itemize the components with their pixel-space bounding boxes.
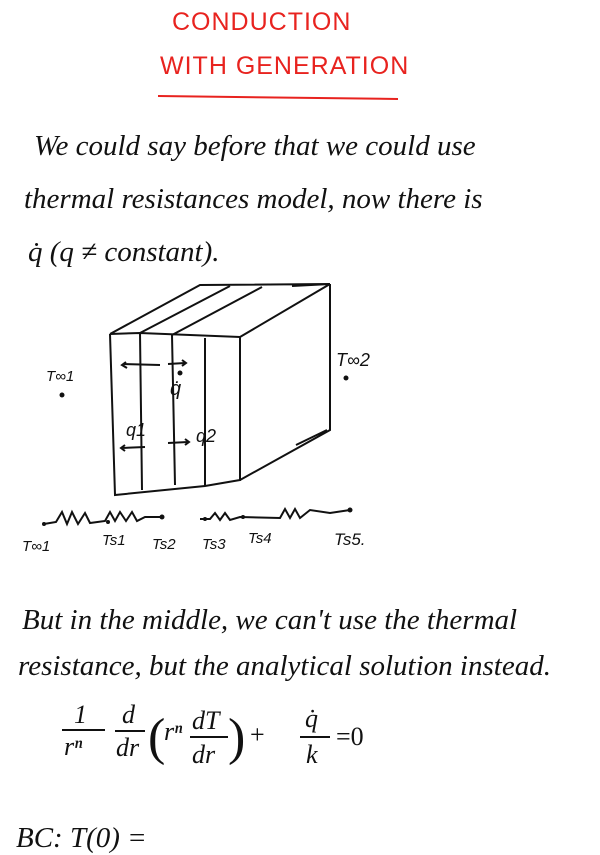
circuit-label-ts1: Ts1 [102, 532, 126, 549]
label-q-generation: q̇ [170, 378, 182, 400]
paragraph-1-line-1: We could say before that we could use [34, 130, 476, 162]
paragraph-2-line-1: But in the middle, we can't use the ther… [22, 604, 518, 636]
eq-close-paren: ) [228, 709, 246, 766]
boundary-conditions-line: BC: T(0) = [16, 822, 147, 854]
slab-diagram [43, 283, 351, 527]
eq-one: 1 [74, 700, 87, 729]
title-line-1: CONDUCTION [172, 8, 352, 36]
title-line-2: WITH GENERATION [160, 52, 410, 80]
label-t-inf-2: T∞2 [336, 350, 370, 370]
eq-d: d [122, 700, 135, 729]
circuit-label-ts2: Ts2 [152, 536, 176, 553]
paragraph-1-line-2: thermal resistances model, now there is [24, 183, 483, 215]
eq-dT: dT [192, 706, 220, 735]
label-q1: q1 [126, 420, 147, 440]
eq-rn-2: rⁿ [164, 717, 183, 746]
circuit-label-ts3: Ts3 [202, 536, 226, 553]
circuit-label-ts5: Ts5. [334, 530, 366, 549]
label-q2: q2 [196, 426, 217, 446]
label-t-inf-1: T∞1 [46, 368, 75, 385]
circuit-label-t-inf1: T∞1 [22, 538, 51, 555]
eq-qdot: q̇ [305, 704, 318, 733]
title-underline [157, 95, 399, 100]
eq-rn: rⁿ [64, 732, 83, 761]
eq-equals-zero: =0 [336, 722, 364, 751]
eq-dr: dr [116, 733, 140, 762]
eq-open-paren: ( [148, 709, 166, 766]
eq-k: k [306, 740, 318, 769]
eq-plus: + [250, 720, 265, 749]
paragraph-2-line-2: resistance, but the analytical solution … [18, 650, 551, 682]
eq-dr-2: dr [192, 740, 216, 769]
paragraph-1-line-3: q̇ (q ≠ constant). [28, 236, 220, 268]
circuit-label-ts4: Ts4 [248, 530, 272, 547]
diagram-dots [42, 370, 353, 526]
